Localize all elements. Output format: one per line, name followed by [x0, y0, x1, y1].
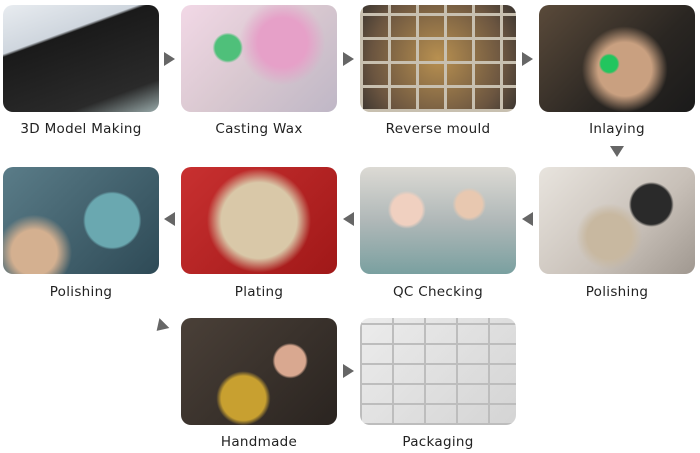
qc-checking-photo	[360, 167, 516, 274]
arrow-down-icon	[610, 146, 624, 157]
step-label: Polishing	[585, 284, 649, 300]
step-polishing-final	[3, 167, 159, 274]
arrow-right-icon	[343, 52, 354, 66]
step-label: Inlaying	[589, 121, 645, 137]
arrow-right-icon	[164, 52, 175, 66]
step-casting-wax	[181, 5, 337, 112]
step-inlaying	[539, 5, 695, 112]
step-label: Handmade	[220, 434, 298, 450]
step-qc-checking	[360, 167, 516, 274]
step-polishing	[539, 167, 695, 274]
arrow-right-icon	[343, 364, 354, 378]
step-label: 3D Model Making	[20, 121, 142, 137]
arrow-left-icon	[522, 212, 533, 226]
step-label: QC Checking	[392, 284, 484, 300]
packaging-photo	[360, 318, 516, 425]
arrow-left-icon	[343, 212, 354, 226]
step-reverse-mould	[360, 5, 516, 112]
inlaying-photo	[539, 5, 695, 112]
reverse-mould-photo	[360, 5, 516, 112]
step-label: Packaging	[402, 434, 474, 450]
plating-photo	[181, 167, 337, 274]
arrow-right-icon	[522, 52, 533, 66]
step-label: Reverse mould	[385, 121, 491, 137]
step-3d-model-making	[3, 5, 159, 112]
polishing-photo	[3, 167, 159, 274]
step-label: Polishing	[49, 284, 113, 300]
handmade-photo	[181, 318, 337, 425]
step-plating	[181, 167, 337, 274]
arrow-left-icon	[164, 212, 175, 226]
step-label: Plating	[234, 284, 284, 300]
step-handmade	[181, 318, 337, 425]
step-label: Casting Wax	[215, 121, 303, 137]
step-packaging	[360, 318, 516, 425]
3d-model-photo	[3, 5, 159, 112]
arrow-down-left-icon	[151, 318, 170, 336]
casting-wax-photo	[181, 5, 337, 112]
polishing-photo	[539, 167, 695, 274]
